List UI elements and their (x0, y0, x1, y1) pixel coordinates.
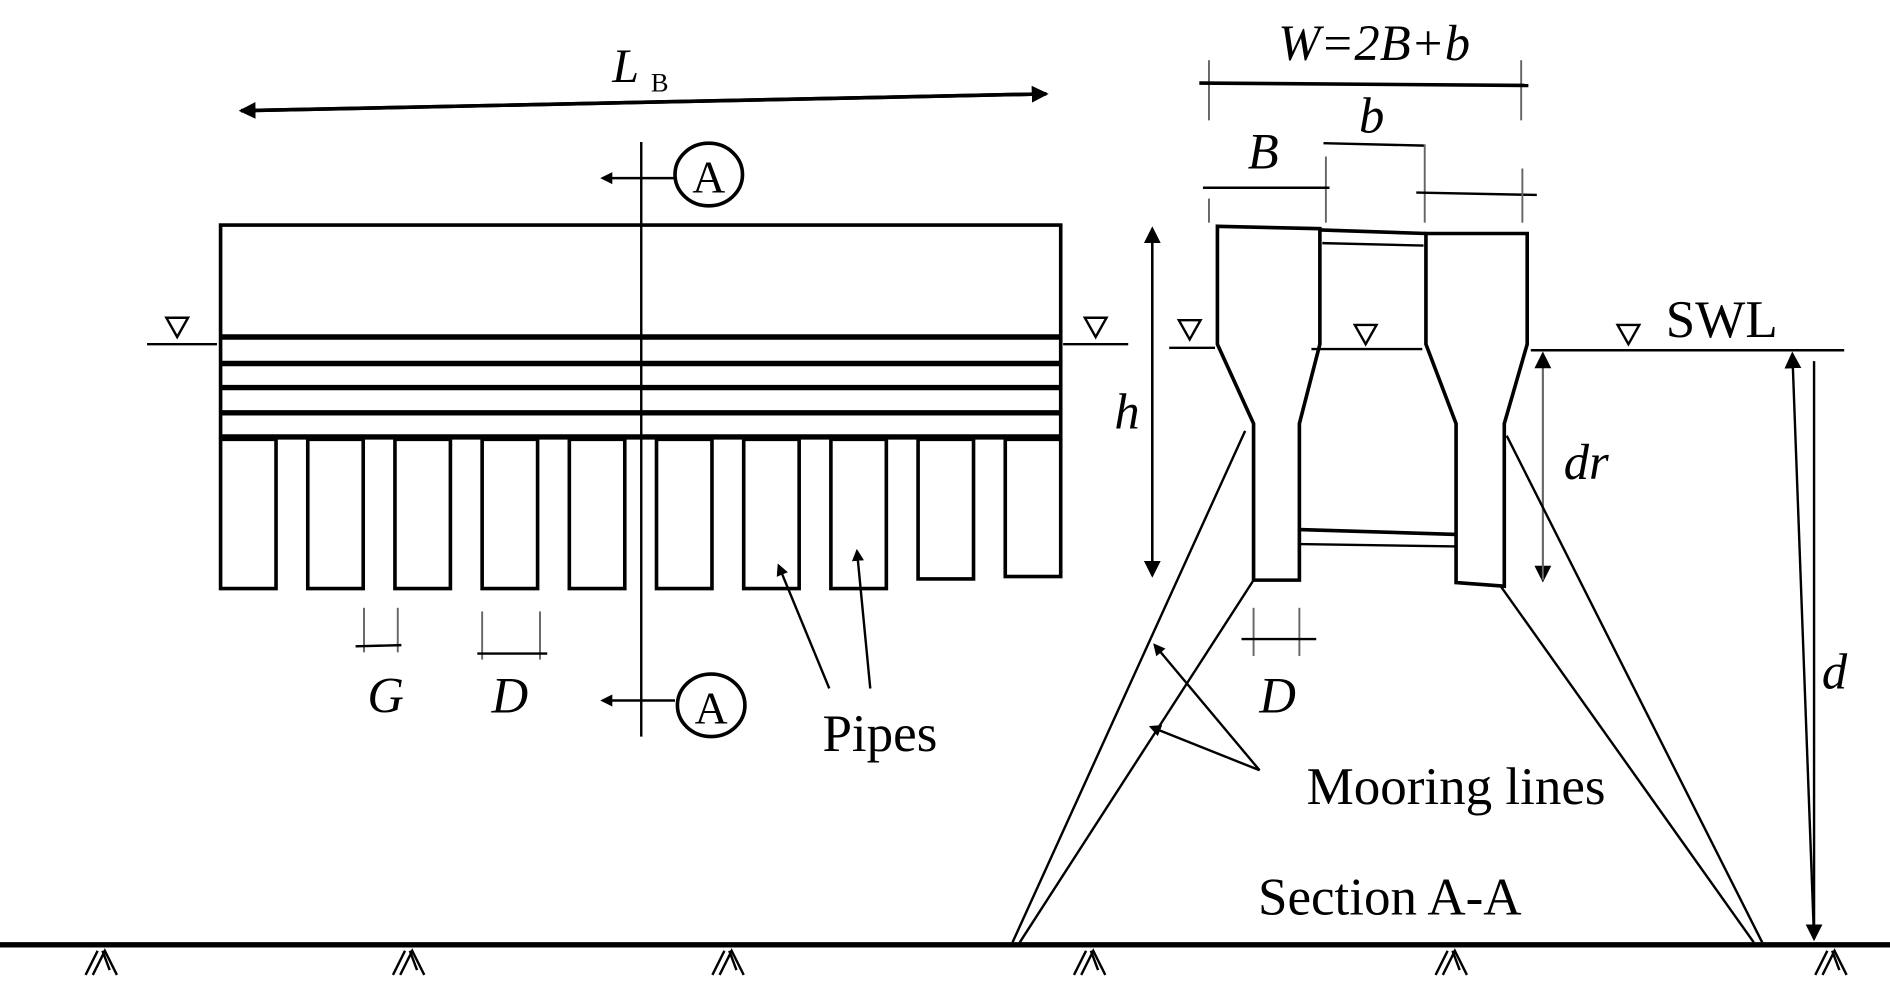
pipe (480, 437, 540, 591)
right-pontoon (1424, 231, 1529, 589)
mooring-pointer (1148, 724, 1261, 772)
left-pontoon (1215, 224, 1322, 582)
gap-dimension: G (355, 607, 404, 724)
pipe (654, 437, 714, 591)
diameter-label: D (491, 668, 529, 724)
width-dimension: W=2B+b (1199, 15, 1529, 121)
swl-label: SWL (1666, 291, 1778, 349)
seabed-hatch-icon (1814, 948, 1848, 976)
gap-width-dimension: b (1323, 87, 1426, 223)
wl-triangle-icon (1352, 323, 1379, 347)
pipe (1003, 437, 1063, 579)
diameter-dimension-plan: D (477, 611, 548, 724)
still-water-level: SWL (1169, 291, 1845, 352)
plan-view: L B A A (147, 40, 1129, 763)
pipe (393, 437, 453, 591)
water-depth-dimension: d (1784, 351, 1848, 942)
dim-line (1323, 142, 1425, 147)
draft-dimension: dr (1534, 351, 1609, 583)
bottom-connector (1299, 527, 1457, 537)
section-diameter-label: D (1258, 668, 1296, 724)
height-label: h (1114, 384, 1139, 440)
water-level-right (1063, 316, 1129, 346)
dim-line (355, 643, 402, 648)
draft-label: dr (1564, 434, 1609, 490)
pipes-label: Pipes (822, 705, 937, 763)
width-label: W=2B+b (1278, 15, 1470, 71)
section-marker-top (673, 141, 745, 208)
mooring-line (1499, 585, 1755, 944)
wl-triangle-icon (164, 316, 191, 340)
pontoon-width-label: B (1248, 124, 1279, 180)
mooring-line (1011, 430, 1247, 943)
seabed-hatch-icon (1434, 948, 1468, 976)
seabed-hatch-icon (1072, 948, 1107, 976)
gap-width-label: b (1359, 87, 1384, 143)
length-arrow-left (238, 92, 1047, 119)
depth-label: d (1822, 643, 1848, 699)
mooring-label: Mooring lines (1307, 758, 1606, 816)
pontoon-width-dimension: B (1202, 124, 1330, 223)
section-title: Section A-A (1258, 869, 1522, 927)
top-connector (1322, 241, 1424, 247)
pipe-pointer (776, 563, 831, 689)
seabed-hatch-icon (711, 948, 745, 976)
pipe (305, 437, 366, 591)
pipes-callout: Pipes (776, 548, 937, 763)
length-label: L (611, 40, 639, 93)
gap-label: G (367, 668, 404, 724)
diameter-dimension-section: D (1241, 607, 1317, 724)
section-marker-top-label: A (692, 152, 725, 203)
mooring-line (1018, 579, 1255, 944)
mooring-line (1505, 435, 1764, 943)
seabed-hatch-icon (84, 948, 118, 976)
length-subscript: B (651, 67, 669, 97)
seabed-hatch-icon (391, 948, 426, 976)
section-marker-bottom (675, 672, 747, 739)
length-dimension: L B (238, 40, 1049, 119)
pipe-pointer (851, 548, 872, 689)
pipe (567, 437, 627, 591)
top-connector (1319, 228, 1426, 236)
water-level-left (147, 316, 217, 346)
pipe (829, 437, 889, 591)
pipe (741, 437, 801, 591)
wl-triangle-icon (1615, 323, 1642, 347)
pontoon-width-dimension-right (1416, 168, 1537, 223)
mooring-pointer (1153, 643, 1261, 772)
seabed (0, 942, 1890, 976)
mooring-lines: Mooring lines (1011, 430, 1764, 944)
section-view: W=2B+b B b (1011, 15, 1848, 944)
depth-arrow-up (1784, 351, 1816, 939)
dim-line (1199, 81, 1529, 88)
wl-triangle-icon (1082, 316, 1109, 340)
height-dimension: h (1114, 226, 1161, 578)
section-cut-line: A A (600, 141, 747, 739)
pipes (218, 437, 1063, 591)
seabed-hatches (84, 948, 1848, 976)
wl-triangle-icon (1176, 318, 1203, 342)
bottom-connector (1299, 542, 1457, 548)
pipe (916, 437, 976, 581)
plate-layers (220, 334, 1061, 440)
dim-line (1416, 191, 1537, 197)
pipe (218, 437, 278, 591)
section-marker-bottom-label: A (695, 682, 728, 733)
